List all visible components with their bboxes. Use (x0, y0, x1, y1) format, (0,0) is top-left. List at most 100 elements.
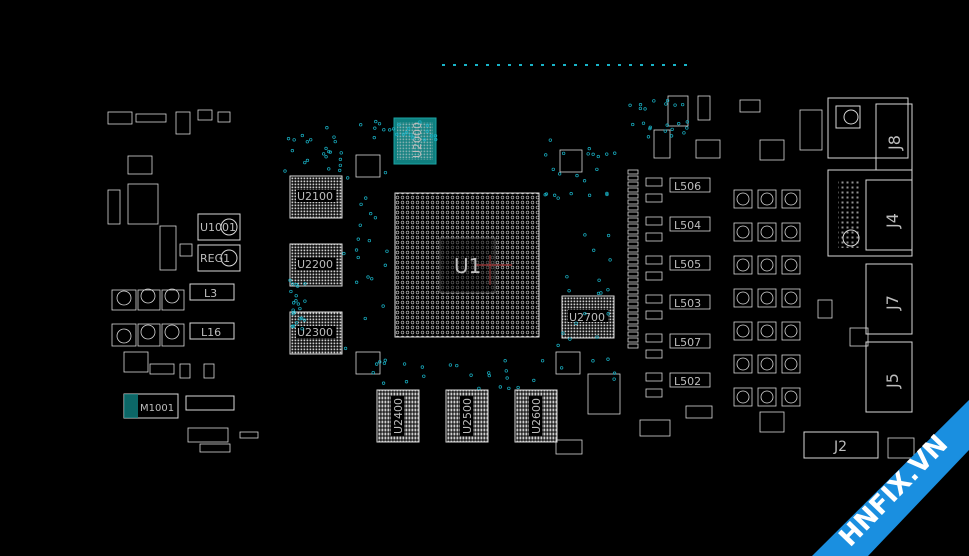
regulator-u1001[interactable]: U1001 (197, 213, 241, 241)
via (363, 316, 367, 321)
via (613, 151, 617, 155)
footprint (817, 299, 833, 319)
mosfet (781, 354, 801, 374)
footprint (697, 95, 711, 121)
via (327, 167, 331, 171)
via (475, 64, 478, 66)
via (596, 154, 600, 159)
via (296, 302, 300, 306)
hnfix-watermark: HNFIX.VN (812, 400, 969, 556)
via (568, 337, 572, 341)
via (359, 123, 363, 127)
via (591, 152, 595, 156)
phase-inductor-label: L503 (674, 297, 701, 310)
via (548, 138, 552, 142)
pin (627, 277, 639, 283)
via (651, 64, 654, 66)
via (591, 359, 595, 363)
via (532, 378, 536, 383)
memory-u2600[interactable]: U2600 (514, 389, 558, 443)
phase-inductor-label: L507 (674, 336, 701, 349)
via (382, 128, 386, 132)
via (418, 120, 422, 124)
pin (627, 313, 639, 319)
mosfet (781, 321, 801, 341)
fan-header-m1001[interactable]: M1001 (123, 393, 235, 419)
via (519, 64, 522, 66)
memory-u2200[interactable]: U2200 (289, 243, 343, 287)
connector-j2[interactable]: J2 (803, 431, 879, 459)
via (305, 140, 309, 144)
via (477, 386, 481, 391)
connector-j7[interactable]: J7 (865, 263, 913, 335)
phase-inductor-label: L506 (674, 180, 701, 193)
via (324, 146, 328, 151)
via (325, 126, 329, 130)
via (382, 361, 387, 365)
via (404, 131, 409, 135)
connector-j8[interactable]: J8 (827, 97, 913, 171)
footprint (159, 225, 177, 271)
via (411, 136, 415, 140)
via (565, 275, 569, 279)
via (338, 163, 342, 168)
footprint (645, 333, 663, 343)
memory-u2400[interactable]: U2400 (376, 389, 420, 443)
pin (627, 187, 639, 193)
mosfet (760, 258, 774, 272)
top-via-row (442, 64, 687, 66)
inductor-l16[interactable]: L16 (189, 322, 235, 340)
gpu-u1[interactable]: U1 (394, 192, 540, 338)
via (612, 371, 617, 375)
footprint (179, 363, 191, 379)
via (618, 64, 621, 66)
mosfet (733, 189, 753, 209)
connector-j4[interactable]: J4 (827, 169, 913, 257)
via (378, 360, 382, 364)
footprint (645, 349, 663, 359)
via (420, 365, 425, 369)
footprint (645, 372, 663, 382)
footprint (645, 216, 663, 226)
via (682, 131, 686, 135)
memory-u2700[interactable]: U2700 (561, 295, 615, 339)
mosfet (781, 288, 801, 308)
capacitor (116, 328, 132, 344)
via (540, 359, 545, 363)
pin (627, 241, 639, 247)
pin (627, 289, 639, 295)
via (371, 370, 375, 375)
via (595, 167, 599, 172)
via (487, 374, 491, 378)
via (587, 147, 591, 151)
via (583, 311, 587, 316)
footprint (555, 439, 583, 455)
via (557, 172, 562, 176)
memory-u2100[interactable]: U2100 (289, 175, 343, 219)
via (508, 64, 511, 66)
via (373, 126, 377, 130)
via (583, 233, 587, 237)
regulator-reg1[interactable]: REG1 (197, 244, 241, 272)
memory-u2500[interactable]: U2500 (445, 389, 489, 443)
via (685, 120, 689, 124)
via (665, 98, 670, 103)
inductor-l3[interactable]: L3 (189, 283, 235, 301)
u2100-label: U2100 (297, 190, 333, 203)
via (606, 233, 611, 238)
via (606, 357, 610, 361)
via (409, 133, 413, 137)
mosfet (760, 357, 774, 371)
memory-u2300[interactable]: U2300 (289, 311, 343, 355)
connector-j5[interactable]: J5 (865, 341, 913, 413)
pin (627, 259, 639, 265)
via (673, 103, 677, 107)
via (358, 223, 362, 227)
memory-u2000[interactable]: U2000 (393, 117, 437, 165)
via (685, 126, 689, 130)
via (327, 149, 331, 154)
j8-label: J8 (885, 135, 904, 151)
pin (627, 193, 639, 199)
via (300, 327, 304, 331)
